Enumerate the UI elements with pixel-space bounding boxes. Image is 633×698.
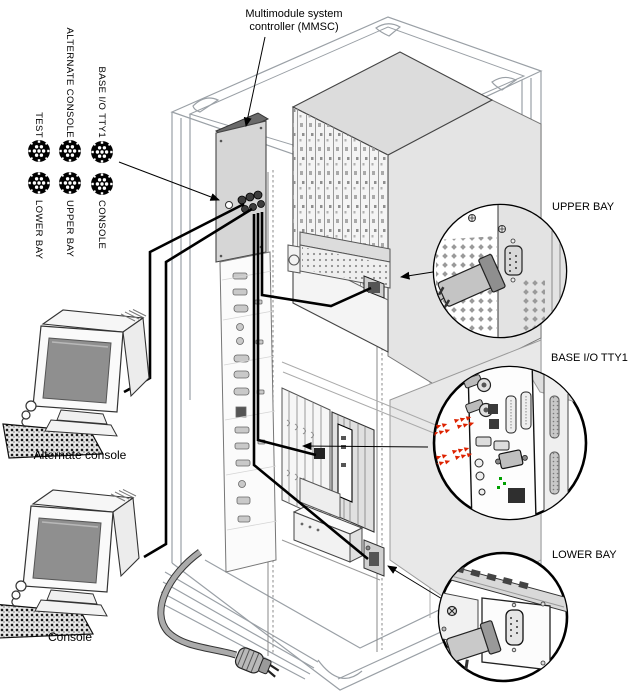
system-controller-ports — [219, 251, 278, 573]
arrow-base-io — [302, 442, 429, 451]
alternate-console-label: Alternate console — [33, 448, 127, 462]
cable-lower-bay — [252, 214, 369, 561]
lower-bay-label: LOWER BAY — [552, 549, 617, 561]
arrow-upper-bay — [400, 271, 434, 280]
upper-bay-plug — [437, 253, 506, 309]
port-label-console: CONSOLE — [96, 200, 107, 250]
port-upper-bay-icon — [59, 172, 81, 194]
detail-circle-upper-bay — [432, 203, 568, 339]
detail-circle-base-io — [432, 365, 588, 521]
mmsc-panel — [214, 112, 270, 263]
base-io-tty1-label: BASE I/O TTY1 — [551, 352, 628, 364]
power-plug — [234, 647, 280, 678]
mmsc-port-grid — [28, 140, 113, 195]
console-art — [0, 488, 140, 639]
power-cord — [157, 549, 280, 678]
port-lower-bay-icon — [28, 172, 50, 194]
cable-upper-bay — [260, 212, 372, 308]
upper-bay-connector — [363, 275, 385, 299]
console-label: Console — [47, 630, 93, 644]
port-alternate-console-icon — [59, 140, 81, 162]
lower-bay-connector — [363, 539, 385, 577]
tty1-plugged-connector — [495, 449, 528, 470]
port-base-io-tty1-icon — [91, 141, 113, 163]
port-label-test: TEST — [33, 112, 44, 138]
cable-console — [143, 207, 253, 559]
port-console-icon — [91, 173, 113, 195]
port-label-lower-bay: LOWER BAY — [33, 200, 44, 260]
base-io-card-connector — [314, 448, 325, 459]
alternate-console-art — [2, 308, 150, 459]
lower-bay-plug — [446, 620, 502, 673]
mmsc-label: Multimodule system controller (MMSC) — [245, 8, 343, 33]
arrow-port-grid — [118, 161, 220, 201]
port-label-upper-bay: UPPER BAY — [64, 200, 75, 258]
upper-bay-label: UPPER BAY — [552, 201, 615, 213]
port-label-alternate-console: ALTERNATE CONSOLE — [64, 27, 75, 138]
detail-circle-lower-bay — [437, 551, 569, 683]
port-label-base-io-tty1: BASE I/O TTY1 — [96, 66, 107, 138]
arrow-mmsc — [243, 36, 266, 127]
cable-base-io — [256, 213, 317, 457]
cables — [123, 202, 372, 561]
port-test-icon — [28, 140, 50, 162]
